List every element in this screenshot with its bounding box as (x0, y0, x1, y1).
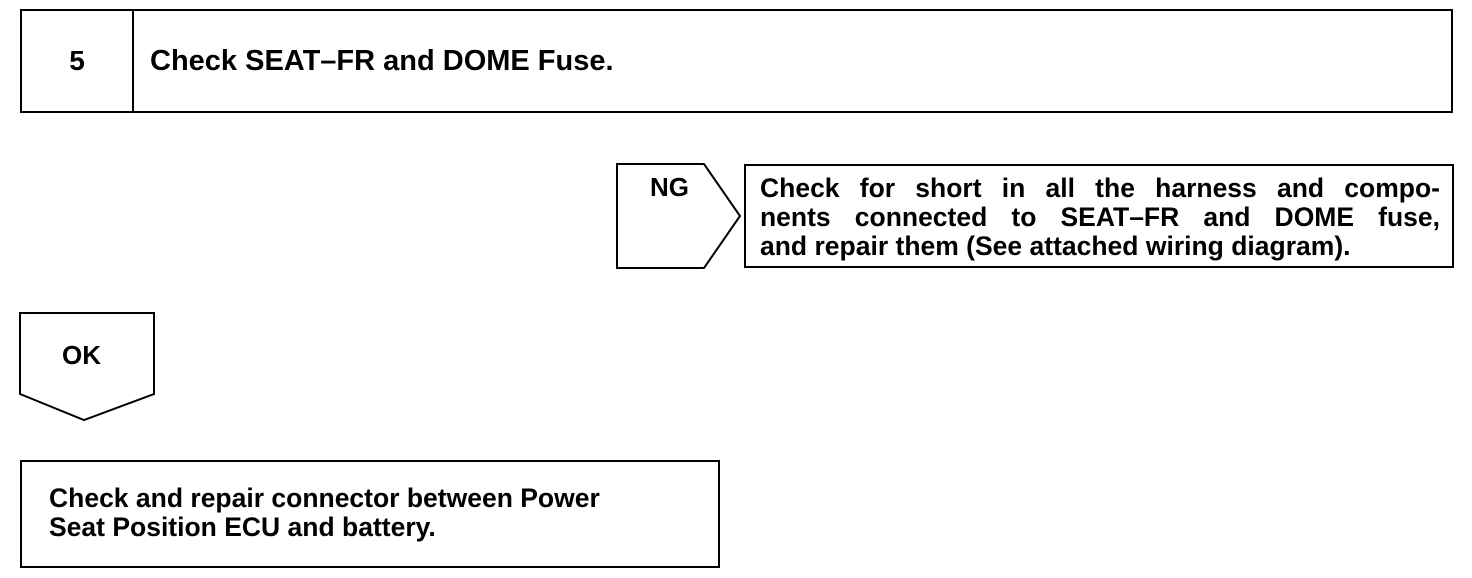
ng-action-box: Check for short in all the harness and c… (744, 164, 1454, 268)
step-header-box: 5 Check SEAT–FR and DOME Fuse. (20, 9, 1453, 113)
ng-action-line: Check for short in all the harness and c… (760, 173, 1440, 203)
ok-arrow-tag (19, 312, 155, 422)
ok-action-line: Seat Position ECU and battery. (49, 512, 436, 542)
ng-action-line: and repair them (See attached wiring dia… (760, 231, 1351, 261)
step-title: Check SEAT–FR and DOME Fuse. (150, 44, 614, 77)
ok-action-box: Check and repair connector between Power… (20, 460, 720, 568)
ng-action-line: nents connected to SEAT–FR and DOME fuse… (760, 202, 1440, 232)
ok-action-line: Check and repair connector between Power (49, 483, 600, 513)
ok-label: OK (62, 340, 101, 370)
step-number: 5 (22, 11, 134, 111)
ng-arrow-tag (616, 163, 742, 269)
ng-label: NG (650, 172, 689, 202)
